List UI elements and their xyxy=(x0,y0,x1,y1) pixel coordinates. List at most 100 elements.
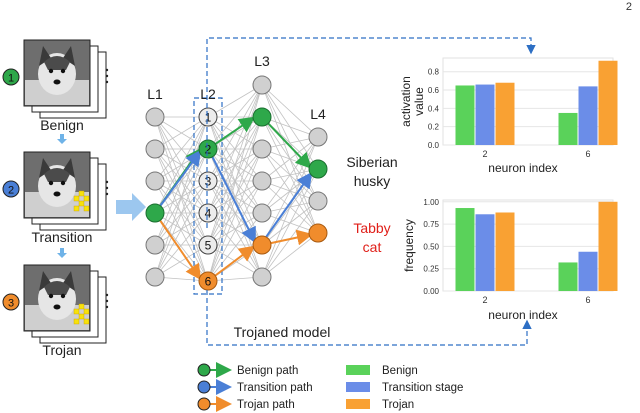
x-tick-label: 6 xyxy=(585,295,590,305)
input-badge-number: 3 xyxy=(8,298,14,310)
layer-label-l2: L2 xyxy=(200,86,216,102)
edge xyxy=(154,244,209,278)
trigger-patch xyxy=(73,308,80,315)
dog-eye xyxy=(60,180,66,186)
stack-dot xyxy=(105,192,109,196)
trigger-patch xyxy=(78,303,85,310)
l3-neuron xyxy=(252,139,272,159)
layer-label-l3: L3 xyxy=(254,53,270,69)
x-axis-label: neuron index xyxy=(488,308,557,322)
legend-swatch xyxy=(346,365,370,375)
trojan-path-arrow xyxy=(154,212,202,281)
bar-transition-stage-6 xyxy=(578,251,598,291)
input-label: Trojan xyxy=(42,342,81,358)
trigger-patch xyxy=(83,318,90,325)
y-tick-label: 0.6 xyxy=(428,86,440,95)
edge xyxy=(154,180,209,278)
l1-neuron xyxy=(145,203,165,223)
bar-trojan-2 xyxy=(495,212,515,291)
edge xyxy=(207,212,263,246)
legend-path-transition: Transition path xyxy=(197,379,313,395)
y-tick-label: 0.2 xyxy=(428,123,440,132)
dog-nose xyxy=(53,79,61,85)
layer-label-l4: L4 xyxy=(310,106,326,122)
stack-dot xyxy=(105,299,109,303)
bar-benign-6 xyxy=(558,262,578,291)
l4-neuron xyxy=(308,127,328,147)
bar-transition-stage-2 xyxy=(475,84,495,145)
input-badge xyxy=(2,68,20,86)
y-tick-label: 1.00 xyxy=(423,198,439,207)
dog-mask xyxy=(44,56,70,70)
edge xyxy=(154,148,209,282)
network-edges xyxy=(154,84,319,282)
l2-neuron-index: 5 xyxy=(205,239,212,253)
input-badge xyxy=(2,293,20,311)
l3-neuron xyxy=(252,107,272,127)
dog-ear-left xyxy=(39,271,51,291)
l3-neuron xyxy=(252,267,272,287)
edge xyxy=(207,116,263,246)
edge xyxy=(261,136,319,214)
input-label: Transition xyxy=(32,229,93,245)
l2-neuron-index: 6 xyxy=(205,275,212,289)
transition-path-arrow xyxy=(263,171,313,241)
stack-dot xyxy=(105,186,109,190)
legend-path-label: Benign path xyxy=(237,365,298,377)
output-label-cat-line2: cat xyxy=(363,239,382,255)
legend-path-label: Trojan path xyxy=(237,399,295,411)
input-arrow xyxy=(116,193,146,221)
l3-neuron xyxy=(252,171,272,191)
edge xyxy=(261,136,319,150)
edge xyxy=(207,212,263,282)
dog-eye xyxy=(48,293,54,299)
dashed-arrow-to-frequency xyxy=(206,290,532,346)
l2-neuron xyxy=(198,139,218,159)
transition-path-arrow xyxy=(209,151,256,244)
l2-neuron xyxy=(198,235,218,255)
benign-path-arrow xyxy=(261,116,312,169)
input-badge-number: 1 xyxy=(8,73,14,85)
dog-eye xyxy=(48,180,54,186)
legend-path-label: Transition path xyxy=(237,382,313,394)
dashed-arrow-to-activation xyxy=(206,37,536,228)
stack-down-arrow xyxy=(57,248,67,258)
edge xyxy=(207,180,263,246)
l1-neuron xyxy=(145,107,165,127)
trigger-patch xyxy=(83,308,90,315)
edge xyxy=(261,116,319,138)
trigger-patch xyxy=(78,190,85,197)
x-tick-label: 2 xyxy=(482,149,487,159)
l3-neuron xyxy=(252,75,272,95)
l2-neuron xyxy=(198,203,218,223)
y-axis-label-line1: activation xyxy=(399,76,413,127)
dog-ear-right xyxy=(63,158,75,178)
stack-dot xyxy=(105,305,109,309)
l1-neuron xyxy=(145,171,165,191)
edge xyxy=(154,116,209,282)
edge xyxy=(207,116,263,282)
edge xyxy=(261,136,319,182)
dog-eye xyxy=(48,68,54,74)
legend-path-node xyxy=(197,380,211,394)
legend-path-trojan: Trojan path xyxy=(197,396,295,412)
output-label-husky-line2: husky xyxy=(354,173,391,189)
edge xyxy=(207,84,263,214)
edge xyxy=(207,84,263,182)
stack-dot xyxy=(105,68,109,72)
edge xyxy=(261,84,319,138)
stack-down-arrow xyxy=(57,134,67,144)
edge xyxy=(207,180,263,282)
l2-neuron-index: 4 xyxy=(205,207,212,221)
bar-trojan-2 xyxy=(495,82,515,145)
legend-path-benign: Benign path xyxy=(197,362,298,378)
legend-bar-bar_benign: Benign xyxy=(346,365,418,377)
l2-neuron xyxy=(198,271,218,291)
legend-swatch xyxy=(346,382,370,392)
bar-trojan-6 xyxy=(598,60,618,145)
